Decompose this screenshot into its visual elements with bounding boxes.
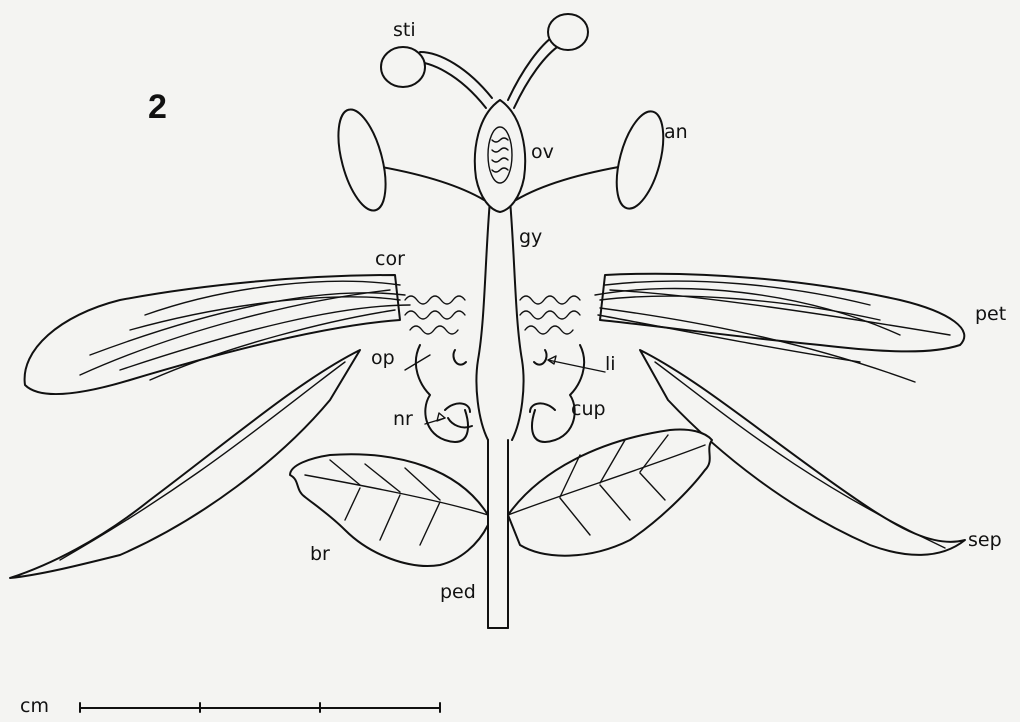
label-sep: sep (968, 529, 1002, 551)
limen (534, 350, 547, 365)
bract-right (508, 429, 712, 555)
petal-right (600, 274, 964, 352)
label-cup: cup (571, 398, 606, 420)
label-sti: sti (393, 19, 416, 41)
label-cor: cor (375, 248, 405, 270)
label-ov: ov (531, 141, 554, 163)
androgynophore (476, 200, 523, 440)
scale-bar-unit: cm (20, 695, 49, 717)
label-op: op (371, 347, 395, 369)
label-gy: gy (519, 226, 542, 248)
label-pet: pet (975, 303, 1006, 325)
label-br: br (310, 543, 330, 565)
scale-bar: cm (20, 695, 440, 717)
label-li: li (605, 353, 616, 375)
ovary (475, 100, 525, 212)
label-ped: ped (440, 581, 476, 603)
label-an: an (664, 121, 688, 143)
floral-cup (416, 345, 584, 442)
figure-number: 2 (148, 88, 167, 126)
corona-wavy-tissue (405, 296, 580, 334)
label-nr: nr (393, 408, 413, 430)
pedicel (488, 440, 508, 628)
operculum (453, 350, 466, 365)
